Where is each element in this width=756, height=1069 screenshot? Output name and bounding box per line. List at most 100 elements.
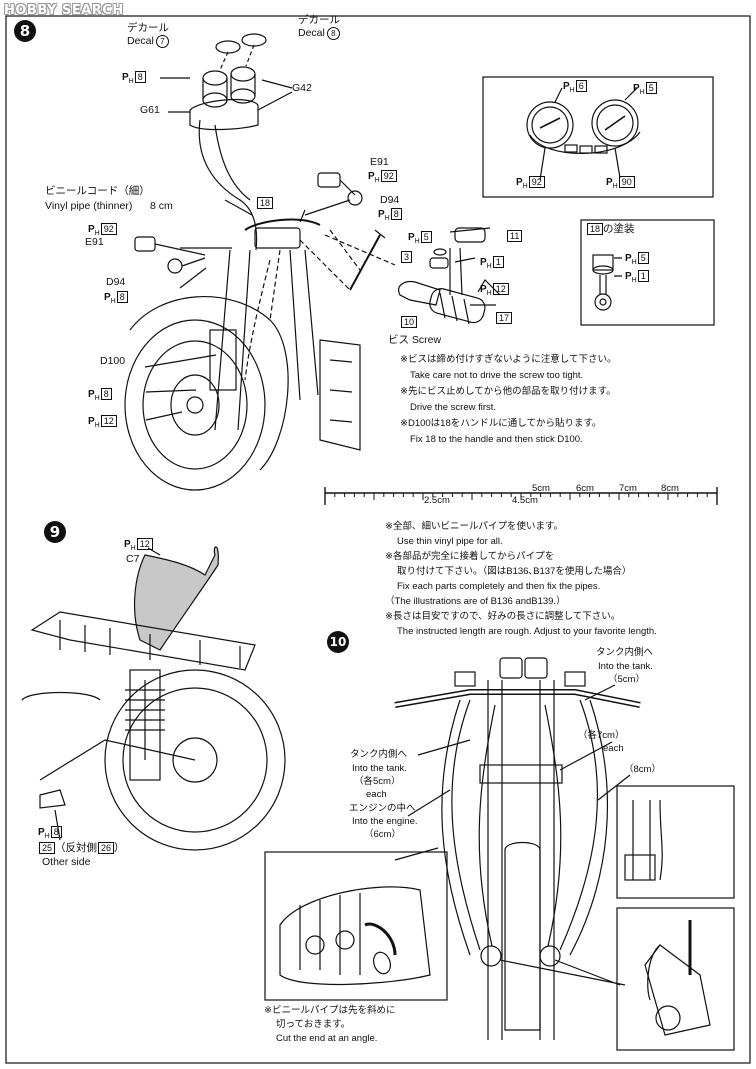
swing-arm: [39, 739, 196, 781]
screw-label: ビス Screw: [388, 334, 442, 346]
part-g42-label: G42: [292, 82, 312, 94]
ruler-label: 4.5cm: [512, 495, 538, 506]
page-border: [5, 15, 751, 1064]
gauge-inset: [482, 76, 714, 198]
ruler-label: 8cm: [661, 483, 679, 494]
paint-part-cap: [592, 254, 614, 271]
caliper-right: [539, 945, 561, 967]
pipe-b: [559, 699, 599, 951]
part-c7: [133, 546, 219, 651]
engine-pipe: [364, 922, 397, 956]
ruler-label: 6cm: [576, 483, 594, 494]
rear-hub: [172, 737, 218, 783]
step8-note-3-jp: ※D100は18をハンドルに通してから貼ります。: [400, 418, 602, 429]
fork-inset-bottom: [616, 907, 735, 1051]
tachometer: [591, 99, 639, 147]
ruler-label: 5cm: [532, 483, 550, 494]
general-note-2b-en: （The illustrations are of B136 andB139.）: [385, 596, 566, 607]
front-fender: [129, 296, 289, 471]
footpeg-25: [39, 789, 66, 809]
speedometer: [526, 101, 574, 149]
part-10-label: 10: [400, 316, 418, 329]
tank-b-each: each: [366, 789, 387, 800]
part-e91-right-label: E91: [370, 156, 389, 168]
tank-a-en: Into the tank.: [598, 661, 653, 672]
step8-note-2-jp: ※先にビス止めしてから他の部品を取り付けます。: [400, 386, 616, 397]
len8-label: （8cm）: [624, 764, 661, 775]
part-17-label: 17: [495, 312, 513, 325]
switch-housing: [398, 280, 441, 306]
fork-inset-top: [616, 785, 735, 899]
other-side-label: Other side: [42, 856, 91, 868]
decal-8-number: 8: [326, 27, 340, 40]
part-18-label: 18: [256, 197, 274, 210]
grip-17: [429, 288, 486, 324]
rear-shock: [129, 669, 161, 781]
decal-8-label-jp: デカール: [298, 14, 340, 26]
part-d94-left-label: D94: [106, 276, 126, 288]
paint-inset: [580, 219, 715, 326]
rear-tire: [104, 669, 286, 851]
front-hub: [170, 374, 220, 436]
decal-7-label-jp: デカール: [127, 22, 169, 34]
part-c7-label: C7: [126, 553, 140, 565]
part-d94-right-label: D94: [380, 194, 400, 206]
fork-right: [289, 249, 319, 401]
part-g61-label: G61: [140, 104, 160, 116]
each7-jp: （各7cm）: [578, 730, 625, 741]
part-11-label: 11: [506, 230, 523, 243]
cut-note-jp-1: ※ビニールパイプは先を斜めに: [264, 1005, 396, 1016]
screw-shaft: [349, 234, 381, 291]
ruler-label: 7cm: [619, 483, 637, 494]
tank-b-jp: タンク内側へ: [350, 749, 408, 760]
step-8-badge: 8: [14, 20, 36, 42]
front-tire: [124, 319, 266, 491]
step-10-badge: 10: [327, 631, 349, 653]
tank-a-len: （5cm）: [608, 674, 645, 685]
part-3-label: 3: [400, 251, 413, 264]
fork-guard: [319, 339, 361, 451]
step-9-badge: 9: [44, 521, 66, 543]
part-d100-label: D100: [100, 355, 126, 367]
step8-note-1-en: Take care not to drive the screw too tig…: [410, 370, 584, 381]
vinyl-pipe-label-en: Vinyl pipe (thinner): [45, 200, 133, 212]
part-e91-left-label: E91: [85, 236, 104, 248]
general-note-1-jp: ※全部、細いビニールパイプを使います。: [385, 521, 564, 532]
engine-inset: [264, 851, 448, 1001]
cut-note-jp-2: 切っておきます。: [276, 1019, 351, 1030]
tank-b-en: Into the tank.: [352, 763, 407, 774]
general-note-2b-jp: 取り付けて下さい。（図はB136､B137を使用した場合）: [397, 566, 632, 577]
general-note-3-jp: ※長さは目安ですので、好みの長さに調整して下さい。: [385, 611, 621, 622]
tank-a-jp: タンク内側へ: [596, 647, 654, 658]
fork-left: [214, 249, 251, 431]
engine-jp: エンジンの中へ: [349, 803, 416, 814]
gauge-housing-g61: [189, 99, 259, 131]
cut-note-en: Cut the end at an angle.: [276, 1033, 378, 1044]
caliper-left: [480, 945, 502, 967]
decal-7-number: 7: [155, 35, 169, 48]
each7-en: each: [603, 743, 624, 754]
fork-slider: [209, 329, 237, 391]
step8-note-2-en: Drive the screw first.: [410, 402, 497, 413]
general-note-3-en: The instructed length are rough. Adjust …: [397, 626, 657, 637]
handlebar: [244, 218, 321, 231]
